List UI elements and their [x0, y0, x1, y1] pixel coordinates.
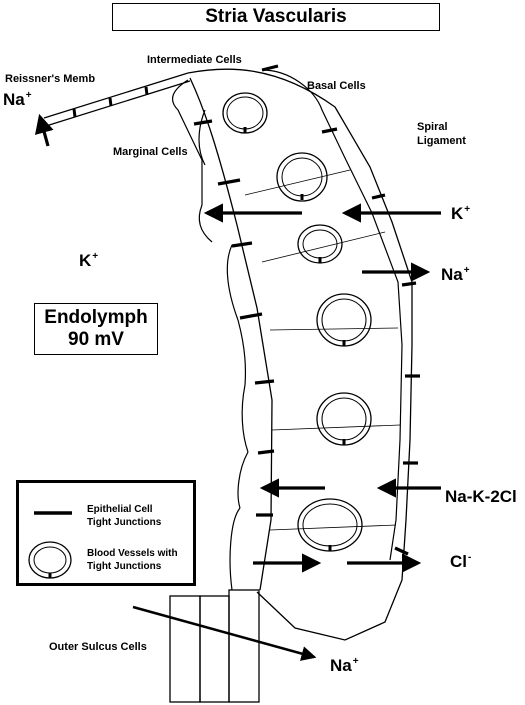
outer-sulcus-cells	[169, 589, 260, 703]
blood-vessel-legend-icon	[28, 541, 72, 579]
blood-vessel	[297, 498, 363, 552]
label-basal-cells: Basal Cells	[307, 80, 366, 92]
blood-vessel	[222, 92, 268, 134]
endolymph-label: Endolymph	[44, 307, 148, 329]
label-outer-sulcus-cells: Outer Sulcus Cells	[49, 641, 147, 653]
marginal-tight-junctions	[193, 119, 275, 517]
blood-vessel	[276, 152, 328, 202]
page-title: Stria Vascularis	[112, 3, 440, 31]
basal-tight-junctions	[261, 64, 420, 556]
endolymph-potential: 90 mV	[68, 329, 124, 350]
blood-vessel	[316, 293, 372, 347]
ion-na-right: Na+	[441, 265, 470, 284]
legend-symbols	[28, 511, 72, 579]
endolymph-box: Endolymph 90 mV	[34, 303, 158, 355]
blood-vessels	[222, 92, 372, 552]
na-efflux-arrow	[35, 113, 54, 147]
legend-blood-vessels: Blood Vessels with Tight Junctions	[87, 548, 178, 572]
intermediate-cell-divisions	[244, 169, 401, 531]
ion-k-right: K+	[451, 204, 471, 223]
ion-na-top: Na+	[3, 90, 32, 109]
basal-cell-layer	[261, 69, 403, 561]
label-reissners-membrane: Reissner's Memb	[5, 73, 96, 85]
label-spiral-ligament-1: Spiral	[417, 121, 448, 133]
blood-vessel	[297, 224, 343, 264]
label-marginal-cells: Marginal Cells	[113, 146, 188, 158]
stria-outline	[187, 68, 413, 641]
reissner-tight-junctions	[72, 86, 149, 118]
blood-vessel	[316, 392, 372, 446]
ion-cl-right: Cl-	[450, 552, 472, 571]
label-intermediate-cells: Intermediate Cells	[147, 54, 242, 66]
legend: Epithelial Cell Tight Junctions Blood Ve…	[16, 480, 196, 586]
ion-k-left: K+	[79, 251, 99, 270]
label-spiral-ligament-2: Ligament	[417, 135, 466, 147]
legend-tight-junctions: Epithelial Cell Tight Junctions	[87, 504, 162, 528]
title-text: Stria Vascularis	[205, 6, 347, 27]
stria-inner-boundary	[189, 77, 273, 591]
reissners-membrane	[43, 72, 191, 127]
ion-cotransporter: Na-K-2Cl	[445, 487, 517, 506]
outer-sulcus-na-arrow	[132, 605, 317, 661]
ion-na-bottom: Na+	[330, 656, 359, 675]
transport-arrows	[35, 113, 441, 661]
marginal-cells	[171, 79, 249, 591]
